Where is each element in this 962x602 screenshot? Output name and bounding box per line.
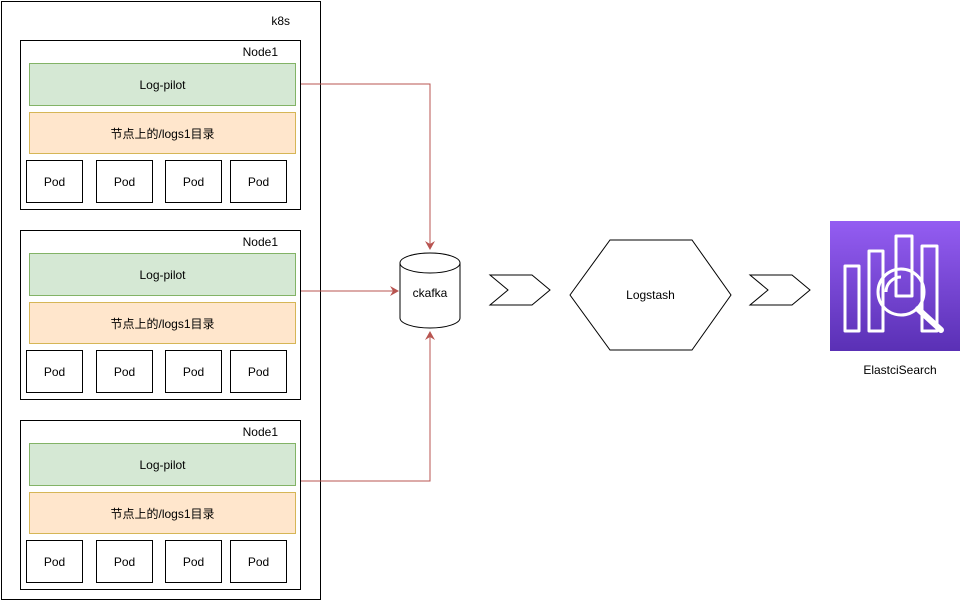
node-label: Node1	[242, 45, 278, 59]
node-1: Node1 Log-pilot 节点上的/logs1目录 Pod Pod Pod…	[20, 40, 301, 210]
pod-box: Pod	[96, 350, 153, 393]
pod-box: Pod	[165, 350, 222, 393]
pod-box: Pod	[230, 540, 287, 583]
log-directory-box: 节点上的/logs1目录	[29, 302, 296, 344]
cluster-label: k8s	[271, 14, 290, 28]
pod-box: Pod	[26, 350, 83, 393]
logstash-hexagon	[569, 239, 732, 351]
flow-step-arrow	[748, 274, 811, 306]
pod-box: Pod	[230, 160, 287, 203]
node-label: Node1	[242, 425, 278, 439]
log-directory-box: 节点上的/logs1目录	[29, 112, 296, 154]
elasticsearch-icon	[830, 221, 960, 351]
pod-box: Pod	[165, 160, 222, 203]
node-label: Node1	[242, 235, 278, 249]
elasticsearch-label: ElastciSearch	[863, 363, 937, 377]
pod-box: Pod	[230, 350, 287, 393]
node-2: Node1 Log-pilot 节点上的/logs1目录 Pod Pod Pod…	[20, 230, 301, 400]
log-pilot-box: Log-pilot	[29, 443, 296, 486]
log-pilot-box: Log-pilot	[29, 253, 296, 296]
pod-box: Pod	[96, 540, 153, 583]
flow-step-arrow	[488, 274, 551, 306]
connector-node3-to-ckafka	[301, 331, 435, 482]
logstash-label: Logstash	[626, 288, 675, 302]
node-3: Node1 Log-pilot 节点上的/logs1目录 Pod Pod Pod…	[20, 420, 301, 590]
log-directory-box: 节点上的/logs1目录	[29, 492, 296, 534]
pod-box: Pod	[96, 160, 153, 203]
log-pilot-box: Log-pilot	[29, 63, 296, 106]
pod-box: Pod	[26, 540, 83, 583]
ckafka-label: ckafka	[412, 286, 448, 300]
pod-box: Pod	[26, 160, 83, 203]
connector-node1-to-ckafka	[301, 83, 435, 250]
pod-box: Pod	[165, 540, 222, 583]
ckafka-cylinder	[399, 252, 461, 329]
